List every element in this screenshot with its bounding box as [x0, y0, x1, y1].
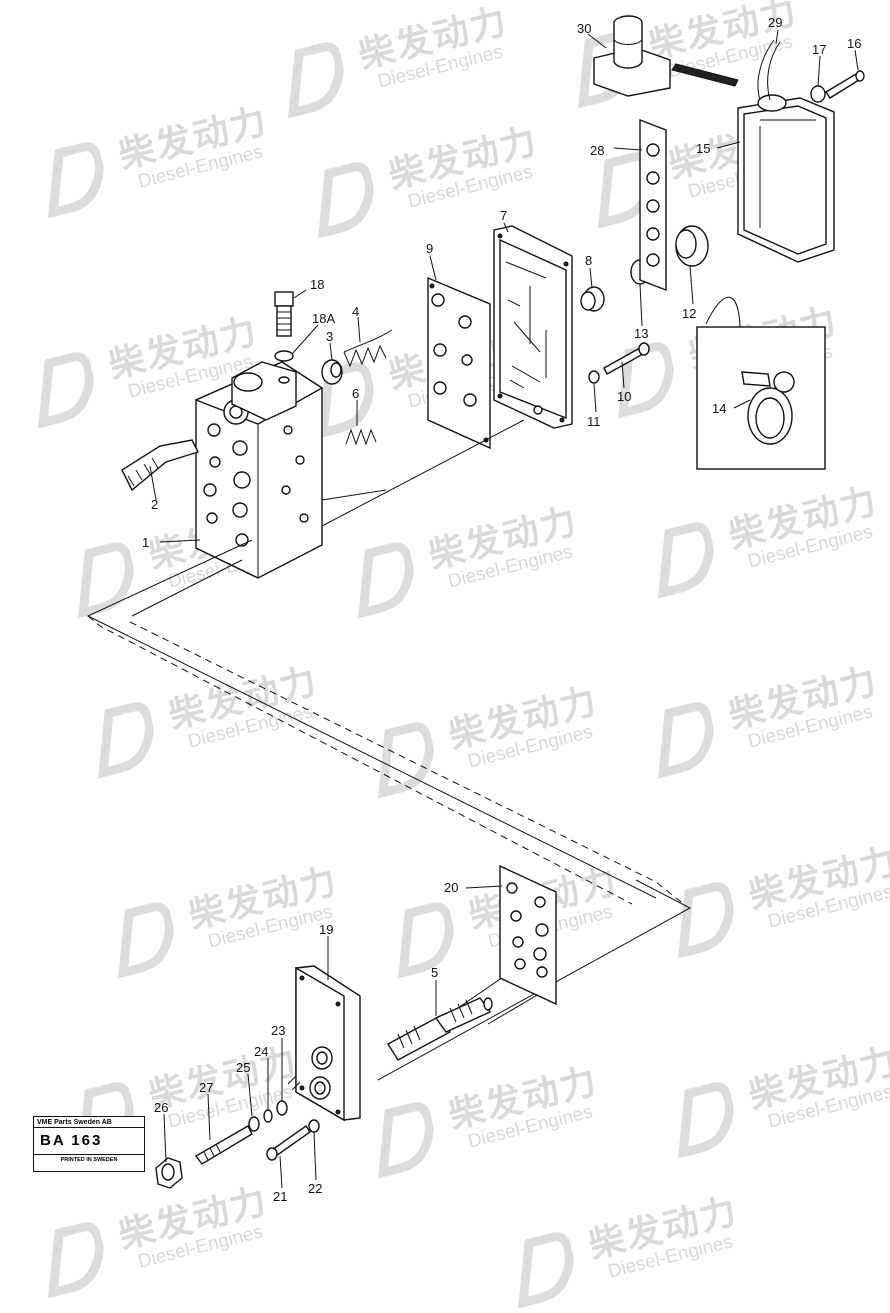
label-part-18: 18: [310, 277, 324, 292]
label-part-13: 13: [634, 326, 648, 341]
label-part-18a: 18A: [312, 311, 335, 326]
label-part-17: 17: [812, 42, 826, 57]
watermark-logo-icon: [518, 1232, 574, 1309]
plug-part-26: [155, 1157, 183, 1189]
label-part-5: 5: [431, 965, 438, 980]
label-part-21: 21: [273, 1189, 287, 1204]
label-part-20: 20: [444, 880, 458, 895]
label-part-19: 19: [319, 922, 333, 937]
valve-body-part: [194, 361, 324, 579]
label-part-29: 29: [768, 15, 782, 30]
label-part-3: 3: [326, 329, 333, 344]
spool-part-5: [387, 997, 493, 1061]
gasket-part-9: [427, 276, 491, 450]
block-part-19: [287, 965, 361, 1122]
washer-part-25: [248, 1116, 260, 1132]
label-part-2: 2: [151, 497, 158, 512]
washer-part-18a: [274, 350, 294, 362]
leader-lines-lower: [163, 885, 503, 1189]
label-part-30: 30: [577, 21, 591, 36]
spring-part-6: [345, 428, 377, 446]
cover-plate-part-7: [493, 225, 573, 429]
label-part-1: 1: [142, 535, 149, 550]
cup-part-12: [675, 225, 709, 267]
connection-lines: [86, 419, 692, 1081]
plug-part-2: [121, 439, 199, 492]
plug-part-8: [580, 286, 605, 312]
connector-part-30: [593, 15, 739, 97]
label-part-6: 6: [352, 386, 359, 401]
label-part-24: 24: [254, 1044, 268, 1059]
bolt-part-10: [603, 342, 650, 375]
leader-lines-upper: [149, 29, 859, 543]
label-part-8: 8: [585, 253, 592, 268]
label-part-27: 27: [199, 1080, 213, 1095]
washer-part-17: [810, 85, 826, 103]
screw-part-16: [825, 70, 865, 99]
parts-catalog-stamp: VME Parts Sweden AB BA 163 PRINTED IN SW…: [33, 1116, 145, 1172]
stamp-company: VME Parts Sweden AB: [34, 1117, 144, 1128]
plate-part-28: [639, 118, 667, 292]
label-part-28: 28: [590, 143, 604, 158]
bolt-part-21: [266, 1125, 311, 1161]
label-part-15: 15: [696, 141, 710, 156]
label-part-26: 26: [154, 1100, 168, 1115]
gasket-part-20: [499, 864, 557, 1006]
detail-box-part-14: [696, 296, 826, 470]
label-part-11: 11: [587, 414, 601, 429]
pin-part-27: [194, 1125, 253, 1165]
washer-part-22: [308, 1119, 320, 1133]
housing-part-15: [737, 94, 835, 263]
label-part-10: 10: [617, 389, 631, 404]
part-number-labels: 1 2 3 4 5 6 7 8 9 10 11 12 13 14 15 16 1…: [142, 15, 861, 1204]
label-part-22: 22: [308, 1181, 322, 1196]
ring-part-3: [321, 359, 343, 385]
washer-part-11: [588, 370, 600, 384]
label-part-16: 16: [847, 36, 861, 51]
label-part-23: 23: [271, 1023, 285, 1038]
sensor-part-18: [274, 291, 294, 337]
ring-part-24: [263, 1109, 273, 1123]
exploded-parts-diagram: 1 2 3 4 5 6 7 8 9 10 11 12 13 14 15 16 1…: [86, 15, 865, 1204]
label-part-25: 25: [236, 1060, 250, 1075]
label-part-14: 14: [712, 401, 726, 416]
spring-part-4: [343, 329, 393, 368]
cable-part-29: [757, 39, 775, 101]
stamp-printed: PRINTED IN SWEDEN: [60, 1157, 118, 1163]
label-part-9: 9: [426, 241, 433, 256]
label-part-7: 7: [500, 208, 507, 223]
label-part-12: 12: [682, 306, 696, 321]
stamp-code: BA 163: [34, 1128, 144, 1155]
label-part-4: 4: [352, 304, 359, 319]
washer-part-23: [276, 1100, 288, 1116]
